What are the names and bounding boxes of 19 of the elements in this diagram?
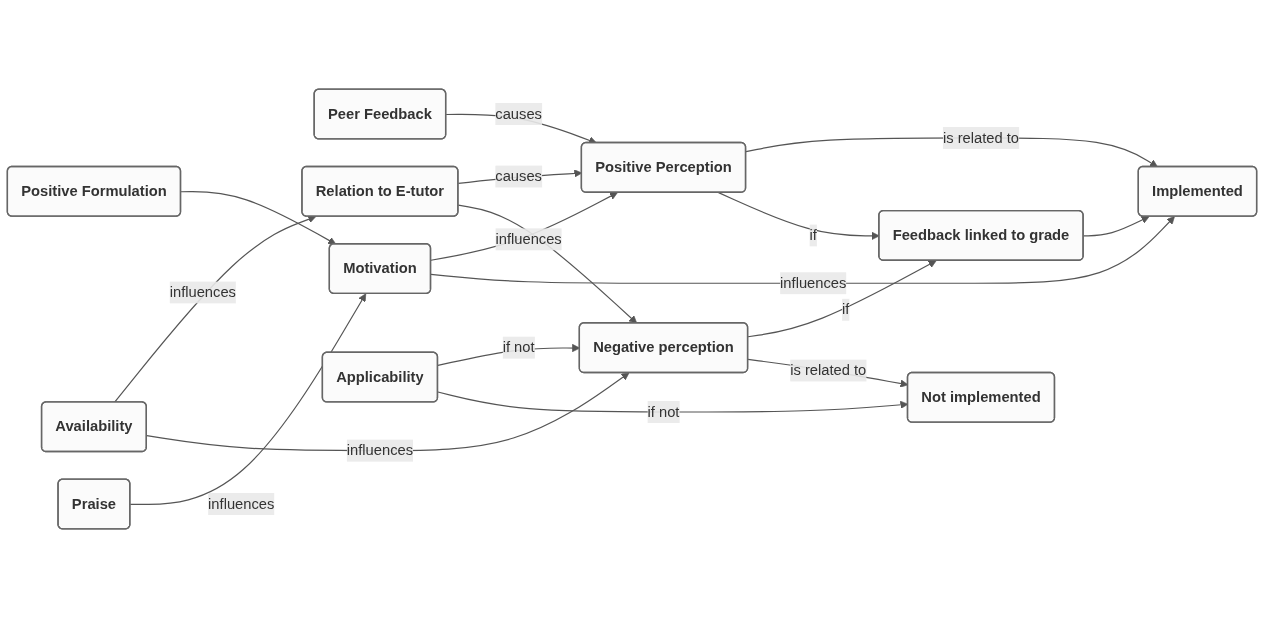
edge-label: influences <box>208 495 275 512</box>
arrow <box>430 216 1175 284</box>
arrow <box>747 260 937 338</box>
edge-label: if <box>809 227 817 243</box>
edge-label: if not <box>647 403 680 420</box>
edge-label: causes <box>495 105 542 122</box>
edge-label: is related to <box>942 129 1020 146</box>
edge-label: influences <box>495 231 562 247</box>
edge-label: if <box>842 301 850 318</box>
edge-label: influences <box>780 274 847 291</box>
edge-label: if not <box>502 339 535 355</box>
arrow <box>180 191 337 245</box>
edge-label: influences <box>346 442 414 458</box>
edge-label: influences <box>169 284 236 300</box>
arrow <box>430 192 618 261</box>
edge-label: causes <box>495 168 542 184</box>
arrow <box>129 293 367 506</box>
arrow <box>113 215 317 403</box>
edge-label: is related to <box>790 362 867 378</box>
